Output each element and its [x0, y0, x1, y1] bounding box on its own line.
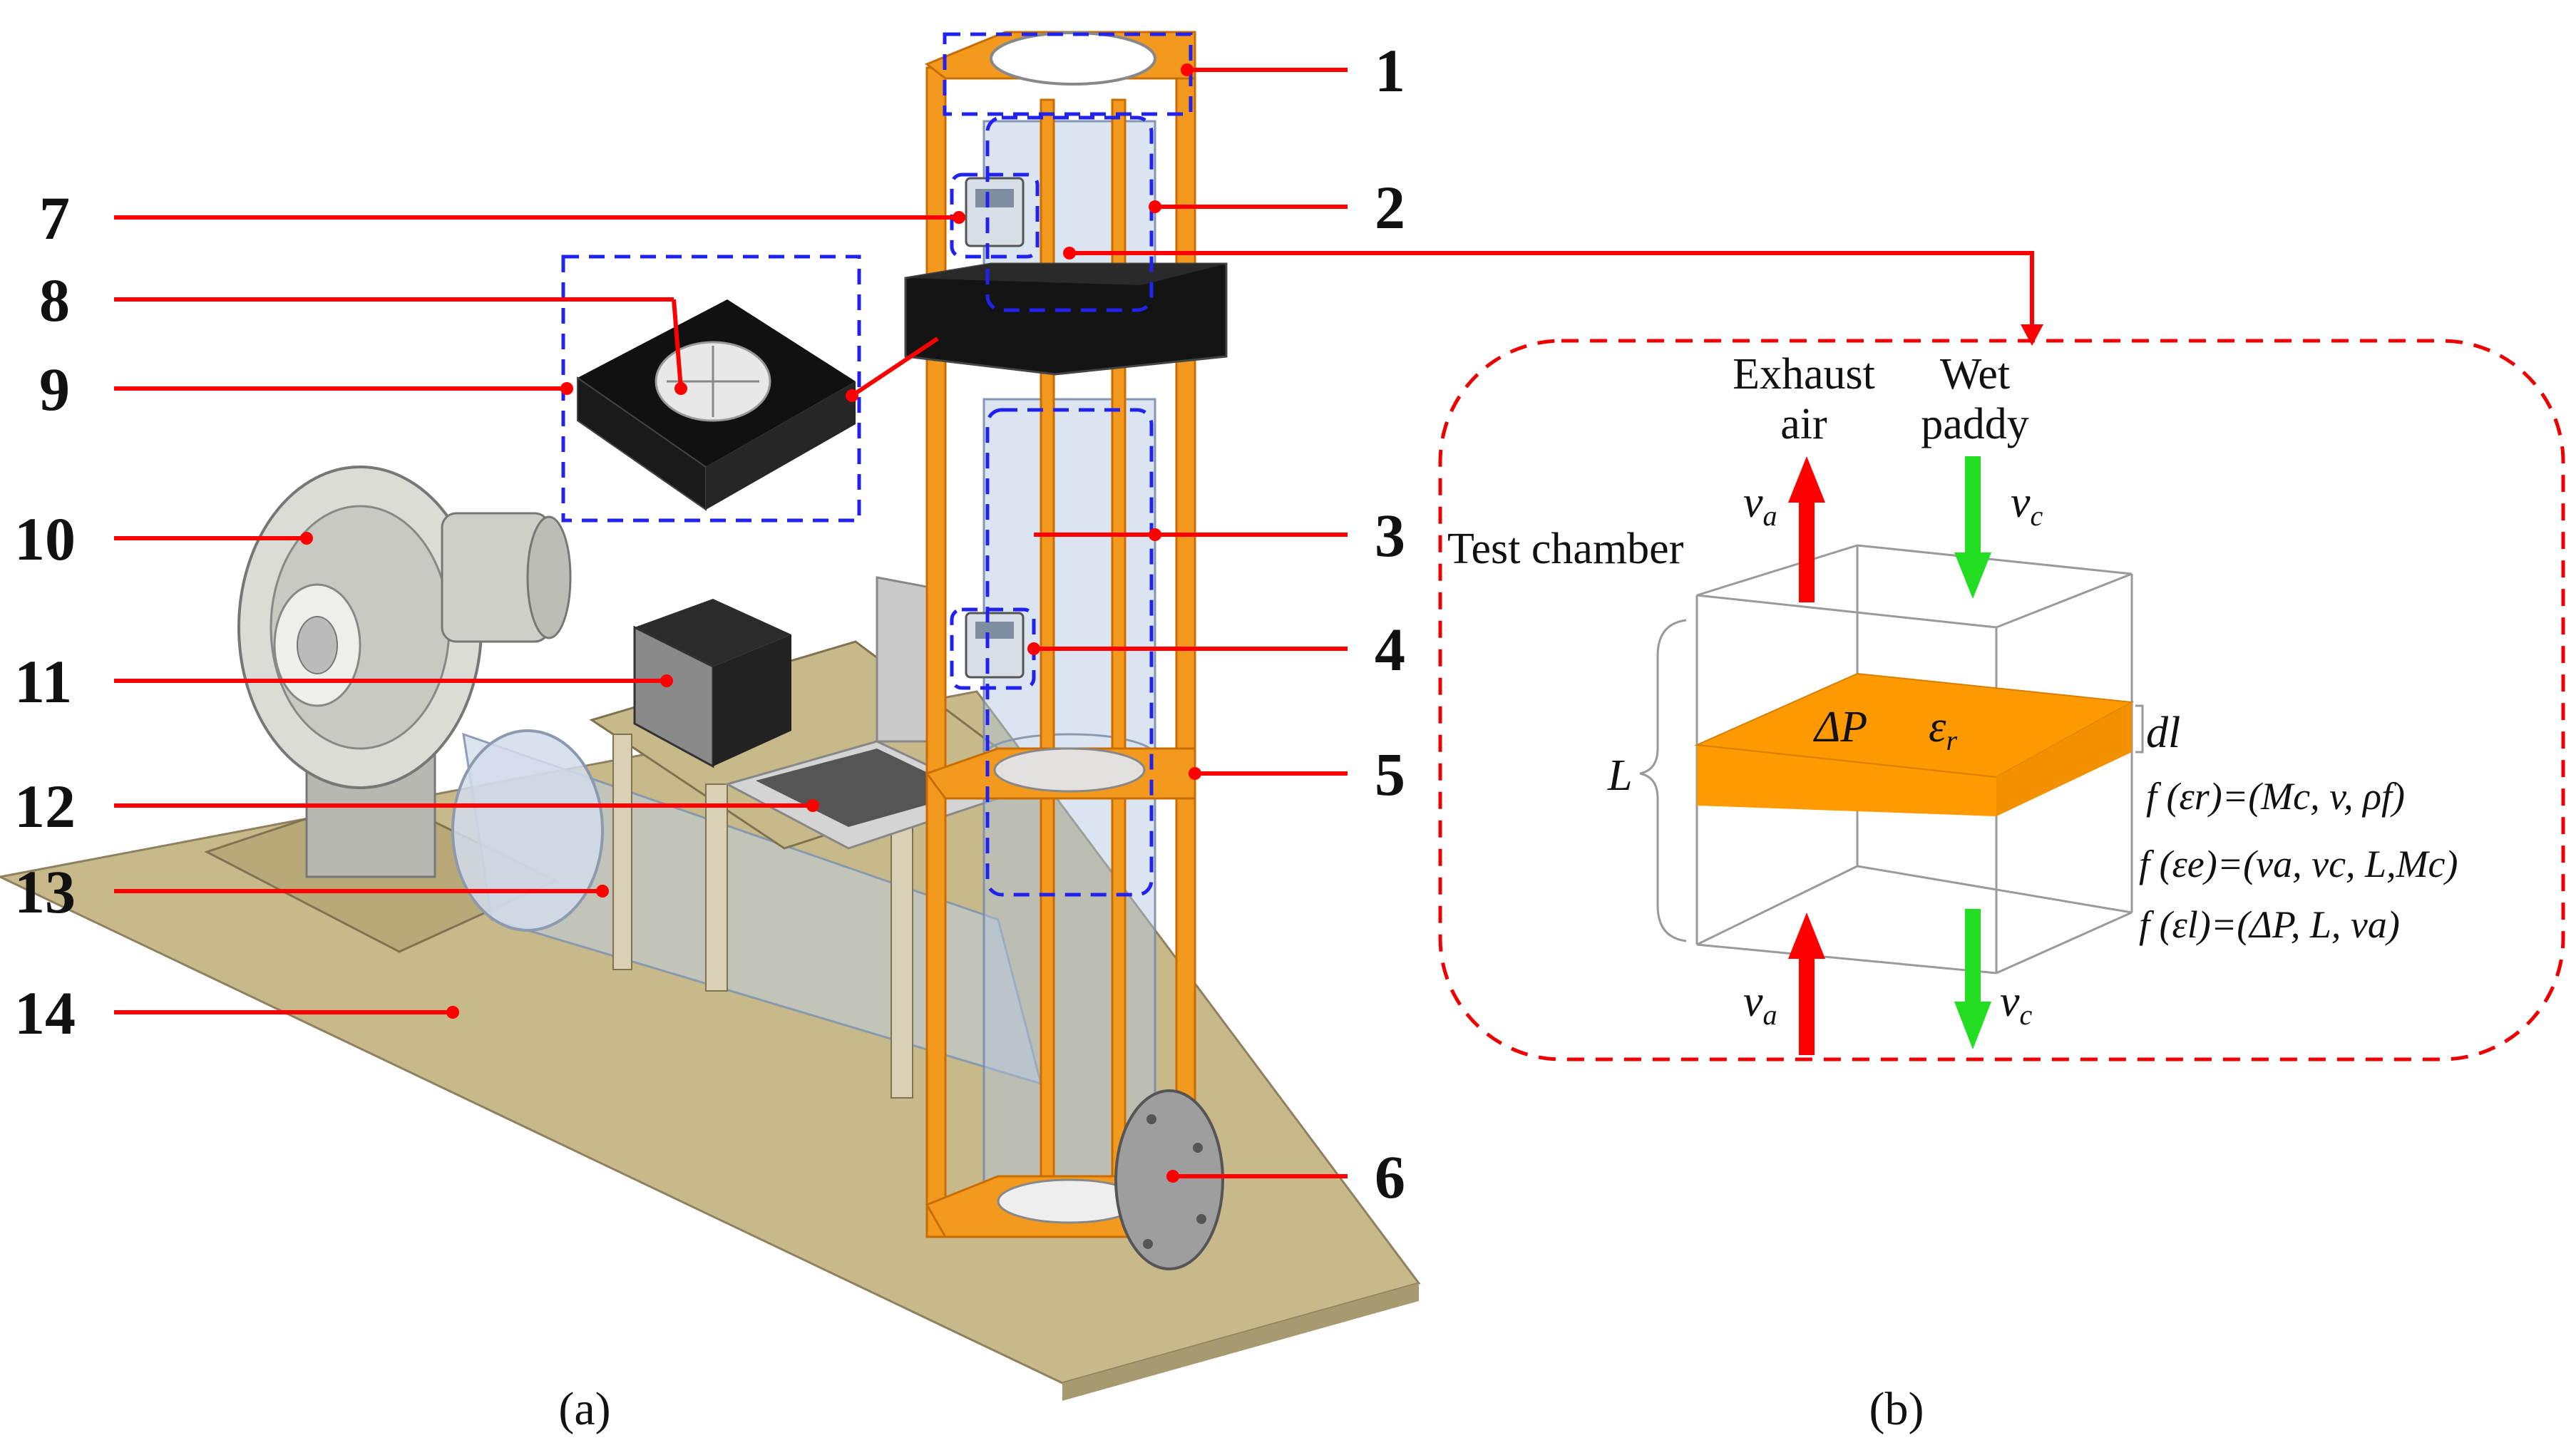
test-column-lower: [982, 398, 1156, 1235]
label-7: 7: [39, 184, 70, 252]
component-number-labels: 1 2 3 4 5 6 7 8 9 10 11 12 13 14: [14, 36, 1405, 1211]
panel-a: 1 2 3 4 5 6 7 8 9 10 11 12 13 14 (a): [0, 31, 2043, 1435]
label-1: 1: [1375, 36, 1405, 105]
label-4: 4: [1375, 615, 1405, 684]
label-11: 11: [14, 647, 72, 716]
caption-b: (b): [1869, 1383, 1924, 1435]
va-top-label: va: [1743, 478, 1777, 532]
caption-a: (a): [558, 1383, 610, 1435]
epsilon-r-label: εr: [1929, 703, 1957, 756]
air-arrow-bottom: [1788, 912, 1825, 1055]
dl-bracket: [2135, 704, 2144, 754]
paddy-arrow-bottom: [1954, 909, 1991, 1049]
paddy-layer: [1694, 672, 2135, 816]
label-12: 12: [14, 772, 76, 840]
air-arrow-top: [1788, 456, 1825, 602]
exhaust-label-2: air: [1780, 400, 1827, 448]
equation-eps-l: f (εl)=(ΔP, L, va): [2139, 903, 2400, 946]
paddy-label-2: paddy: [1921, 400, 2029, 448]
label-5: 5: [1375, 740, 1405, 808]
label-8: 8: [39, 266, 70, 334]
label-3: 3: [1375, 501, 1405, 570]
exhaust-label-1: Exhaust: [1733, 350, 1875, 399]
control-box: [633, 599, 791, 768]
vc-bottom-label: vc: [2000, 977, 2033, 1031]
label-2: 2: [1375, 173, 1405, 242]
sensor-top: [965, 177, 1025, 247]
test-chamber-label: Test chamber: [1447, 525, 1684, 573]
vc-top-label: vc: [2011, 478, 2043, 532]
delta-p-label: ΔP: [1812, 703, 1867, 751]
equation-eps-e: f (εe)=(va, vc, L,Mc): [2139, 843, 2458, 885]
paddy-arrow-top: [1954, 456, 1991, 599]
orifice-box: [577, 299, 856, 511]
L-label: L: [1607, 751, 1632, 800]
label-9: 9: [39, 355, 70, 423]
label-6: 6: [1375, 1143, 1405, 1211]
panel-b-outline: [1438, 339, 2565, 1061]
label-14: 14: [14, 979, 76, 1047]
label-10: 10: [14, 505, 76, 573]
panel-b: Exhaust air Wet paddy Test chamber L: [1438, 339, 2565, 1435]
va-bottom-label: va: [1743, 977, 1777, 1031]
sensor-middle: [965, 612, 1025, 679]
label-13: 13: [14, 858, 76, 926]
L-bracket: [1639, 619, 1687, 942]
equation-eps-r: f (εr)=(Mc, v, ρf): [2146, 775, 2405, 818]
blower-fan: [237, 466, 572, 878]
wet-label-1: Wet: [1940, 350, 2010, 399]
dl-label: dl: [2146, 709, 2180, 757]
leader-lines: [114, 63, 2043, 1183]
